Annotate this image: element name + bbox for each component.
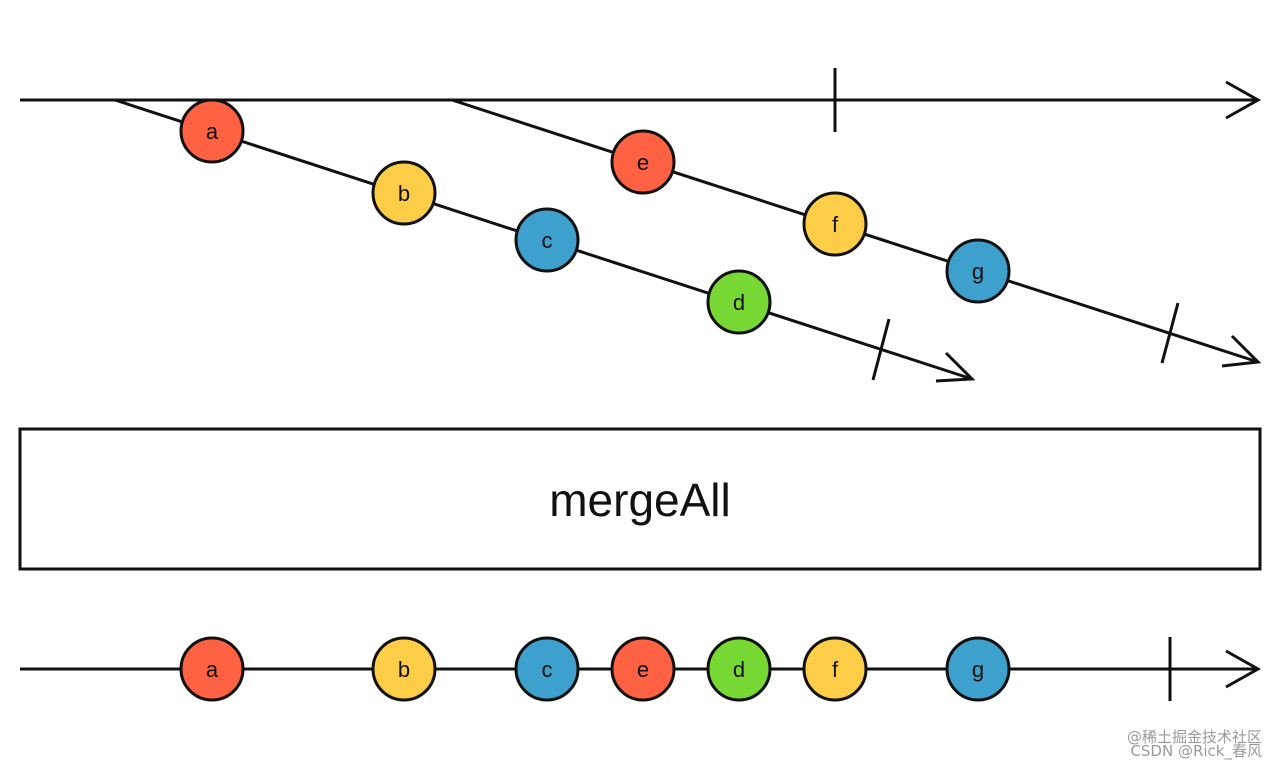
source-timeline-arrowhead <box>1225 80 1262 120</box>
inner-stream-1: a b c d <box>114 98 976 383</box>
watermark-line-1: @稀土掘金技术社区 <box>1126 728 1262 746</box>
inner-stream-2: e f g <box>451 98 1262 368</box>
marble: b <box>371 160 437 226</box>
marble-label: c <box>542 657 553 682</box>
marble-circle <box>179 636 245 702</box>
marble-circle <box>610 636 676 702</box>
marble-circle <box>802 191 868 257</box>
inner-stream-1-completion-tick <box>871 318 891 381</box>
source-timeline <box>20 68 1262 132</box>
marble-circle <box>514 207 580 273</box>
inner-stream-2-completion-tick <box>1160 302 1180 364</box>
marble: e <box>610 129 676 195</box>
output-timeline-arrowhead <box>1225 649 1262 689</box>
marble: c <box>514 207 580 273</box>
marble-label: e <box>637 150 649 175</box>
marble: f <box>802 191 868 257</box>
marble: c <box>514 636 580 702</box>
operator-box-frame <box>18 427 1262 571</box>
marble-label: f <box>832 657 839 682</box>
output-marbles: a b c e d f g <box>179 636 1011 702</box>
marble-label: d <box>733 290 745 315</box>
inner-stream-2-marbles: e f g <box>610 129 1011 304</box>
operator-label: mergeAll <box>549 474 731 526</box>
marble-circle <box>802 636 868 702</box>
marble-circle <box>514 636 580 702</box>
marble: d <box>706 269 772 335</box>
marble-label: c <box>542 228 553 253</box>
marble-circle <box>371 160 437 226</box>
marble-label: d <box>733 657 745 682</box>
marble-circle <box>706 269 772 335</box>
marble: g <box>945 636 1011 702</box>
marble: b <box>371 636 437 702</box>
marble-circle <box>371 636 437 702</box>
marble-circle <box>945 636 1011 702</box>
marble-label: g <box>972 259 984 284</box>
marble-label: a <box>206 119 219 144</box>
marble: a <box>179 636 245 702</box>
inner-stream-2-arrowhead <box>1221 334 1262 368</box>
marble: d <box>706 636 772 702</box>
marble-label: f <box>832 212 839 237</box>
marble-circle <box>610 129 676 195</box>
marble-circle <box>706 636 772 702</box>
marble-circle <box>179 98 245 164</box>
operator-box: mergeAll <box>18 427 1262 571</box>
output-timeline: a b c e d f g <box>20 636 1262 702</box>
inner-stream-1-arrowhead <box>935 351 976 383</box>
marble-label: b <box>398 181 410 206</box>
marble: a <box>179 98 245 164</box>
marble-circle <box>945 238 1011 304</box>
marble-label: a <box>206 657 219 682</box>
marble-label: b <box>398 657 410 682</box>
marble-label: g <box>972 657 984 682</box>
marble: g <box>945 238 1011 304</box>
marble-label: e <box>637 657 649 682</box>
marble: f <box>802 636 868 702</box>
inner-stream-1-marbles: a b c d <box>179 98 772 335</box>
watermark-line-2: CSDN @Rick_春风 <box>1130 742 1262 760</box>
marble: e <box>610 636 676 702</box>
